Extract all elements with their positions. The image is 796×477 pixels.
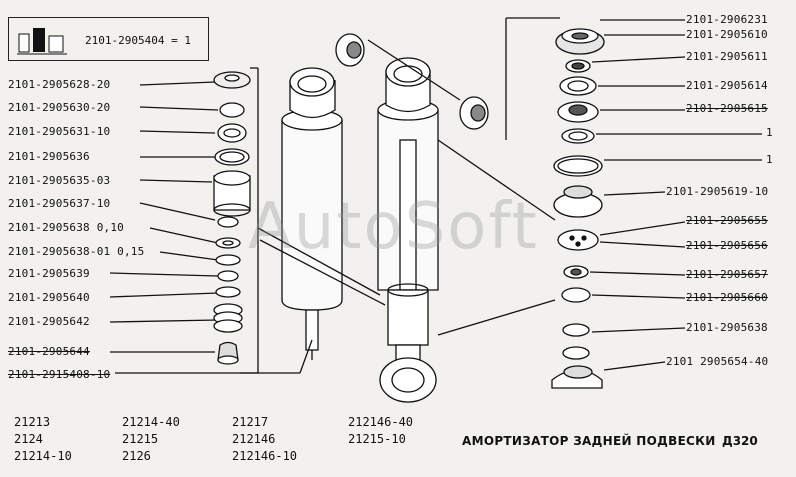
part-label-right: 1 [766,153,773,166]
model-code: 212146 [232,432,276,446]
model-code: 21213 [14,415,51,429]
part-label-left: 2101-2905640 [8,291,90,304]
part-label-right: 2101-2905619-10 [666,185,769,198]
part-label-left: 2101-2905639 [8,267,90,280]
part-label-left: 2101-2905631-10 [8,125,111,138]
model-code: 21214-10 [14,449,72,463]
part-label-right: 2101-2905614 [686,79,768,92]
models-col-1: 21213 2124 21214-10 [14,414,72,465]
part-label-left: 2101-2905642 [8,315,90,328]
model-code: 212146-10 [232,449,298,463]
part-label-right: 2101-2905610 [686,28,768,41]
part-label-right: 2101-2905615 [686,102,768,115]
model-code: 2124 [14,432,43,446]
part-label-right: 2101-2905611 [686,50,768,63]
part-label-right: 2101-2905656 [686,239,768,252]
part-label-left: 2101-2905630-20 [8,101,111,114]
part-label-right: 2101 2905654-40 [666,355,769,368]
model-code: 21215-10 [348,432,406,446]
model-code: 21215 [122,432,159,446]
part-label-left: 2101-2905628-20 [8,78,111,91]
part-label-right: 1 [766,126,773,139]
part-label-left: 2101-2905635-03 [8,174,111,187]
part-label-left: 2101-2915408-10 [8,368,111,381]
part-label-left: 2101-2905638 0,10 [8,221,124,234]
part-label-right: 2101-2905638 [686,321,768,334]
part-label-left: 2101-2905636 [8,150,90,163]
part-label-right: 2101-2905655 [686,214,768,227]
part-label-right: 2101-2906231 [686,13,768,26]
model-code: 21214-40 [122,415,180,429]
part-label-left: 2101-2905644 [8,345,90,358]
models-col-2: 21214-40 21215 2126 [122,414,180,465]
model-code: 2126 [122,449,151,463]
models-col-3: 21217 212146 212146-10 [232,414,297,465]
models-col-4: 212146-40 21215-10 [348,414,413,448]
model-code: 212146-40 [348,415,414,429]
part-label-right: 2101-2905657 [686,268,768,281]
kit-box: 2101-2905404 = 1 [8,17,209,61]
model-code: 21217 [232,415,269,429]
kit-label: 2101-2905404 = 1 [85,34,191,47]
part-label-left: 2101-2905638-01 0,15 [8,245,145,258]
parts-kit-icon [17,28,67,55]
diagram-caption: АМОРТИЗАТОР ЗАДНЕЙ ПОДВЕСКИ [462,434,716,448]
part-label-left: 2101-2905637-10 [8,197,111,210]
part-label-right: 2101-2905660 [686,291,768,304]
diagram-code: Д320 [722,434,758,448]
